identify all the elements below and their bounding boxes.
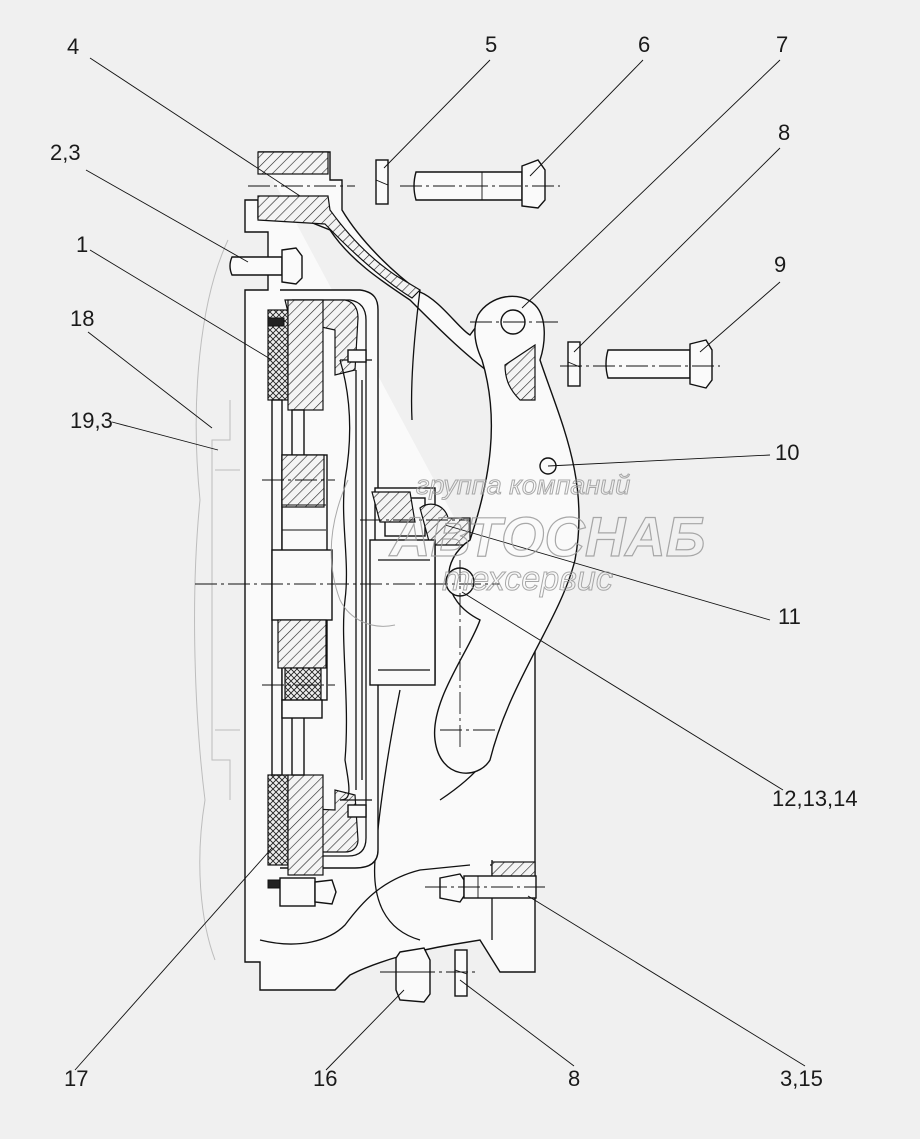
- bolt-6: [413, 159, 546, 209]
- watermark-line1: группа компаний: [416, 470, 630, 500]
- washer-8-top: [567, 341, 581, 387]
- housing-rib-section: [257, 195, 421, 299]
- friction-lining-bottom: [267, 774, 289, 866]
- callout-16: 16: [313, 1066, 337, 1091]
- bolt-3-15: [439, 873, 537, 903]
- watermark-logo-swoosh: [330, 479, 396, 627]
- callout-7: 7: [776, 32, 788, 57]
- watermark: группа компаний АВТОСНАБ техсервис: [330, 470, 706, 627]
- bolt-2-3: [229, 247, 303, 285]
- callout-10: 10: [775, 440, 799, 465]
- callout-9: 9: [774, 252, 786, 277]
- callout-8-bottom: 8: [568, 1066, 580, 1091]
- release-bearing: [369, 487, 471, 686]
- leader-lines: [74, 57, 806, 1071]
- callout-4: 4: [67, 34, 79, 59]
- centerlines: [195, 185, 720, 973]
- callout-11: 11: [778, 604, 801, 629]
- washer-5: [375, 159, 389, 205]
- callout-19-3: 19,3: [70, 408, 113, 433]
- callout-1: 1: [76, 232, 88, 257]
- diaphragm-spring: [339, 359, 363, 801]
- callout-8-top: 8: [778, 120, 790, 145]
- callout-5: 5: [485, 32, 497, 57]
- housing-flange-section: [257, 151, 329, 175]
- callout-18: 18: [70, 306, 94, 331]
- hub-upper-section: [281, 454, 325, 508]
- nut-16: [395, 947, 431, 1003]
- hub-splined: [271, 454, 333, 719]
- callout-labels: 4 5 6 7 8 2,3 9 1 18 19,3 10 11 12,13,14…: [50, 32, 858, 1091]
- watermark-line3: техсервис: [442, 560, 613, 598]
- bolt-9: [605, 339, 713, 389]
- engine-ghost-outline: [194, 239, 240, 961]
- watermark-line2: АВТОСНАБ: [388, 505, 705, 568]
- callout-2-3: 2,3: [50, 140, 81, 165]
- callout-12-13-14: 12,13,14: [772, 786, 858, 811]
- callout-17: 17: [64, 1066, 88, 1091]
- callout-6: 6: [638, 32, 650, 57]
- callout-3-15: 3,15: [780, 1066, 823, 1091]
- bottom-screw-17: [279, 877, 337, 907]
- washer-8-bottom: [454, 949, 468, 997]
